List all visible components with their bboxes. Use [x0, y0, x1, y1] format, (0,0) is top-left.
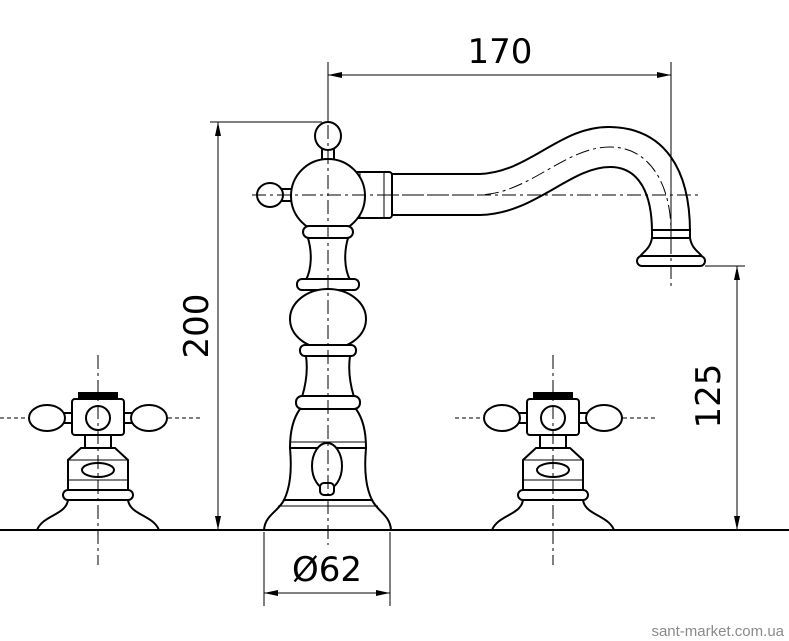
dimension-spout-height: 125 [689, 265, 745, 530]
dimension-base-diameter: Ø62 [263, 532, 391, 606]
spout-reach-label: 170 [468, 32, 533, 72]
watermark: sant-market.com.ua [651, 623, 784, 640]
spout-body [252, 100, 706, 545]
base-diameter-label: Ø62 [292, 550, 362, 590]
dimension-spout-reach: 170 [327, 32, 672, 240]
spout-height-label: 125 [689, 364, 729, 429]
left-handle [0, 355, 203, 565]
total-height-label: 200 [177, 294, 217, 359]
dimension-total-height: 200 [177, 121, 322, 530]
right-handle [455, 355, 658, 565]
